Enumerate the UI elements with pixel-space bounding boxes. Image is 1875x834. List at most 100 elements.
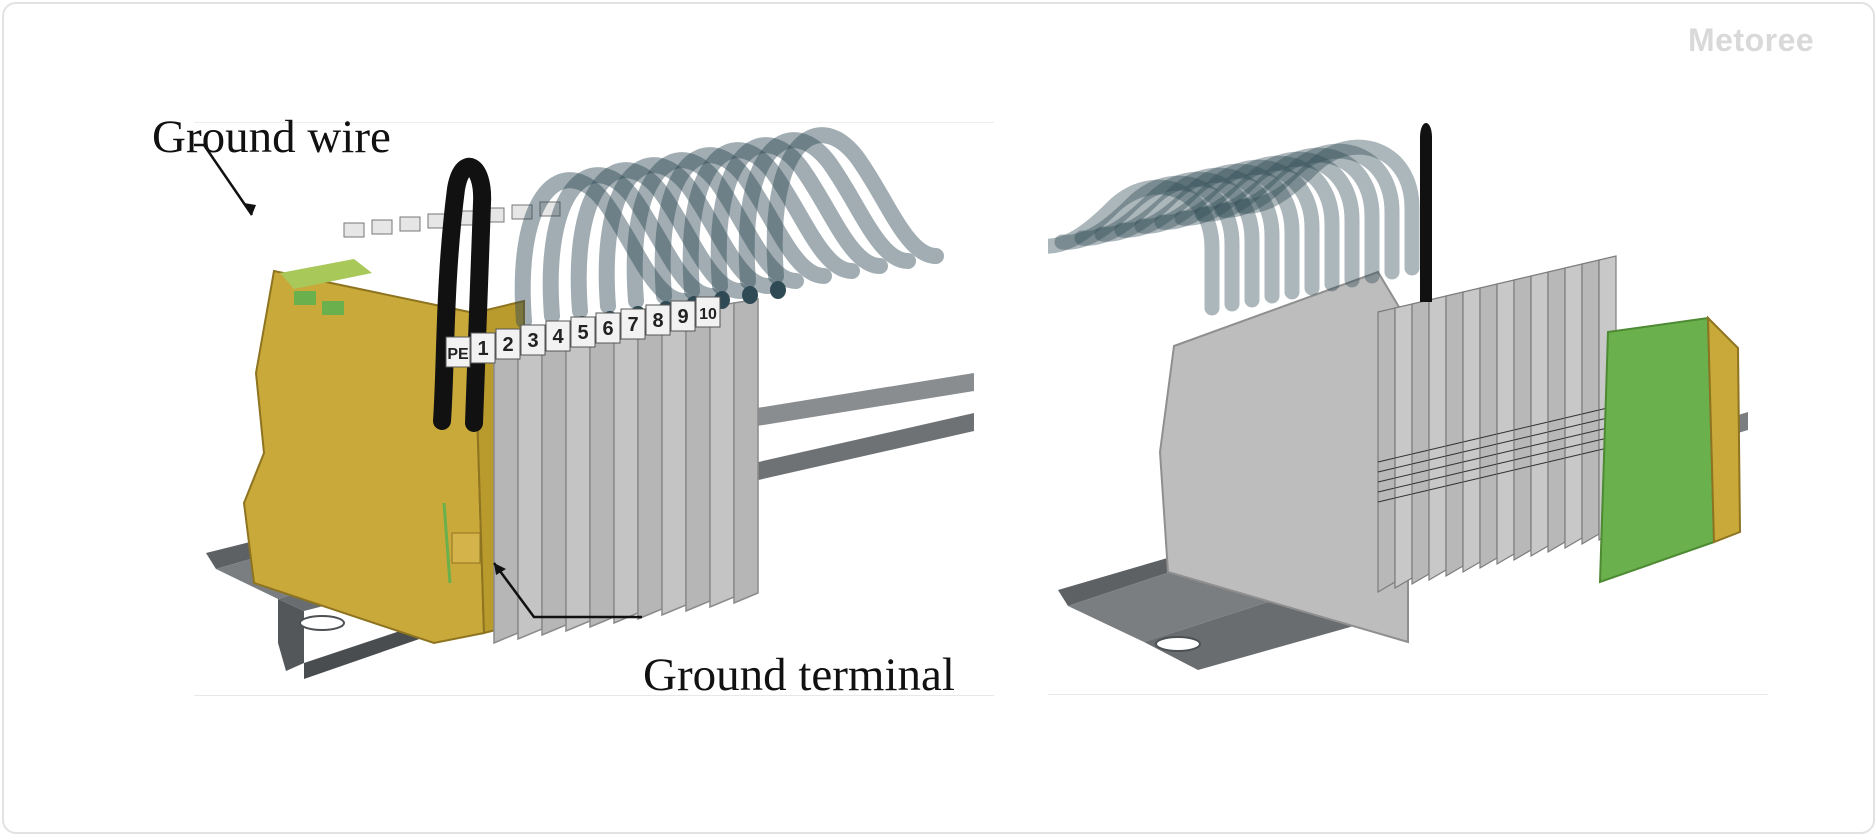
terminal-rib	[1462, 447, 1481, 453]
translucent-wire	[1214, 143, 1400, 280]
terminal-marking: 7	[627, 314, 638, 336]
screw-slot	[511, 204, 533, 220]
translucent-wire	[514, 172, 692, 329]
screw-slot	[343, 222, 365, 238]
translucent-wire	[1114, 163, 1300, 300]
terminal-marking: 8	[652, 310, 663, 332]
terminal-rib	[1445, 481, 1464, 487]
terminal-marking: 3	[527, 330, 538, 352]
marker-tab	[520, 324, 546, 356]
translucent-wire	[1054, 175, 1240, 312]
marker-tab	[595, 312, 621, 344]
terminal-rib	[1445, 471, 1464, 477]
terminal-rib	[1411, 479, 1430, 485]
terminal-slice	[1445, 291, 1464, 578]
marker-tab	[695, 296, 721, 328]
terminal-rib	[1581, 439, 1600, 445]
terminal-rib	[1513, 425, 1532, 431]
translucent-wire	[766, 127, 944, 284]
terminal-slice	[1581, 259, 1600, 546]
terminal-rib	[1513, 465, 1532, 471]
callout-leaders	[194, 143, 642, 619]
terminal-rib	[1377, 497, 1396, 503]
translucent-wire	[542, 167, 720, 324]
stacked-terminal-slices	[1377, 255, 1617, 594]
gray-terminal-body	[1158, 270, 1409, 644]
terminal-block-reverse-view-svg	[1048, 123, 1748, 670]
terminal-rib	[1377, 457, 1396, 463]
marker-tab	[495, 328, 521, 360]
right-illustration	[1048, 122, 1768, 695]
translucent-wire	[1074, 171, 1260, 308]
marker-tab	[470, 332, 496, 364]
terminal-rib	[1547, 417, 1566, 423]
terminal-slice	[1479, 283, 1498, 570]
terminal-slice	[1564, 263, 1583, 550]
terminal-slice	[709, 302, 735, 609]
translucent-wire	[1174, 151, 1360, 288]
terminal-rib	[1394, 493, 1413, 499]
terminal-marking: 10	[699, 306, 717, 323]
terminal-slice	[685, 306, 711, 613]
terminal-marking: 1	[477, 338, 488, 360]
ground-wire-label: Ground wire	[152, 111, 391, 163]
feed-through-terminals	[343, 201, 759, 645]
terminal-rib	[1547, 457, 1566, 463]
terminal-rib	[1428, 465, 1447, 471]
screw-slot	[371, 219, 393, 235]
terminal-marking: 4	[552, 326, 564, 348]
translucent-wire	[738, 132, 916, 289]
terminal-marking: 5	[577, 322, 588, 344]
terminal-marking: 2	[502, 334, 513, 356]
terminal-rib	[1564, 453, 1583, 459]
terminal-rib	[1428, 485, 1447, 491]
terminal-rib	[1445, 451, 1464, 457]
terminal-slice	[565, 326, 591, 633]
translucent-wire	[626, 152, 804, 309]
wire-end	[770, 281, 786, 299]
terminal-slice	[589, 322, 615, 629]
marker-tab	[670, 300, 696, 332]
terminal-rib	[1547, 427, 1566, 433]
terminal-rib	[1411, 489, 1430, 495]
terminal-rib	[1462, 457, 1481, 463]
terminal-marking: 9	[677, 306, 688, 328]
terminal-rib	[1564, 413, 1583, 419]
terminal-rib	[1496, 459, 1515, 465]
terminal-rib	[1479, 443, 1498, 449]
terminal-slice	[1547, 267, 1566, 554]
marker-tab	[620, 308, 646, 340]
terminal-rib	[1581, 429, 1600, 435]
translucent-wire	[1048, 179, 1220, 316]
translucent-wire	[1154, 155, 1340, 292]
terminal-slice	[1377, 307, 1396, 594]
terminal-rib	[1564, 433, 1583, 439]
black-ground-wire	[433, 157, 492, 432]
terminal-slice	[1462, 287, 1481, 574]
terminal-rib	[1377, 467, 1396, 473]
terminal-rib	[1564, 423, 1583, 429]
terminal-rib	[1377, 487, 1396, 493]
terminal-slice	[1496, 279, 1515, 566]
terminal-rib	[1496, 429, 1515, 435]
terminal-rib	[1479, 473, 1498, 479]
terminal-slice	[733, 298, 759, 605]
translucent-wire	[682, 142, 860, 299]
translucent-wires-right	[1048, 139, 1420, 316]
terminal-rib	[1428, 445, 1447, 451]
terminal-rib	[1479, 433, 1498, 439]
metoree-watermark: Metoree	[1688, 22, 1815, 58]
marker-tab	[545, 320, 571, 352]
terminal-slice	[1428, 295, 1447, 582]
terminal-rib	[1530, 441, 1549, 447]
terminal-slice	[1513, 275, 1532, 562]
terminal-slice	[493, 338, 519, 645]
terminal-rib	[1394, 473, 1413, 479]
terminal-rib	[1394, 453, 1413, 459]
terminal-rib	[1411, 469, 1430, 475]
terminal-rib	[1462, 437, 1481, 443]
terminal-marking: PE	[447, 346, 469, 363]
